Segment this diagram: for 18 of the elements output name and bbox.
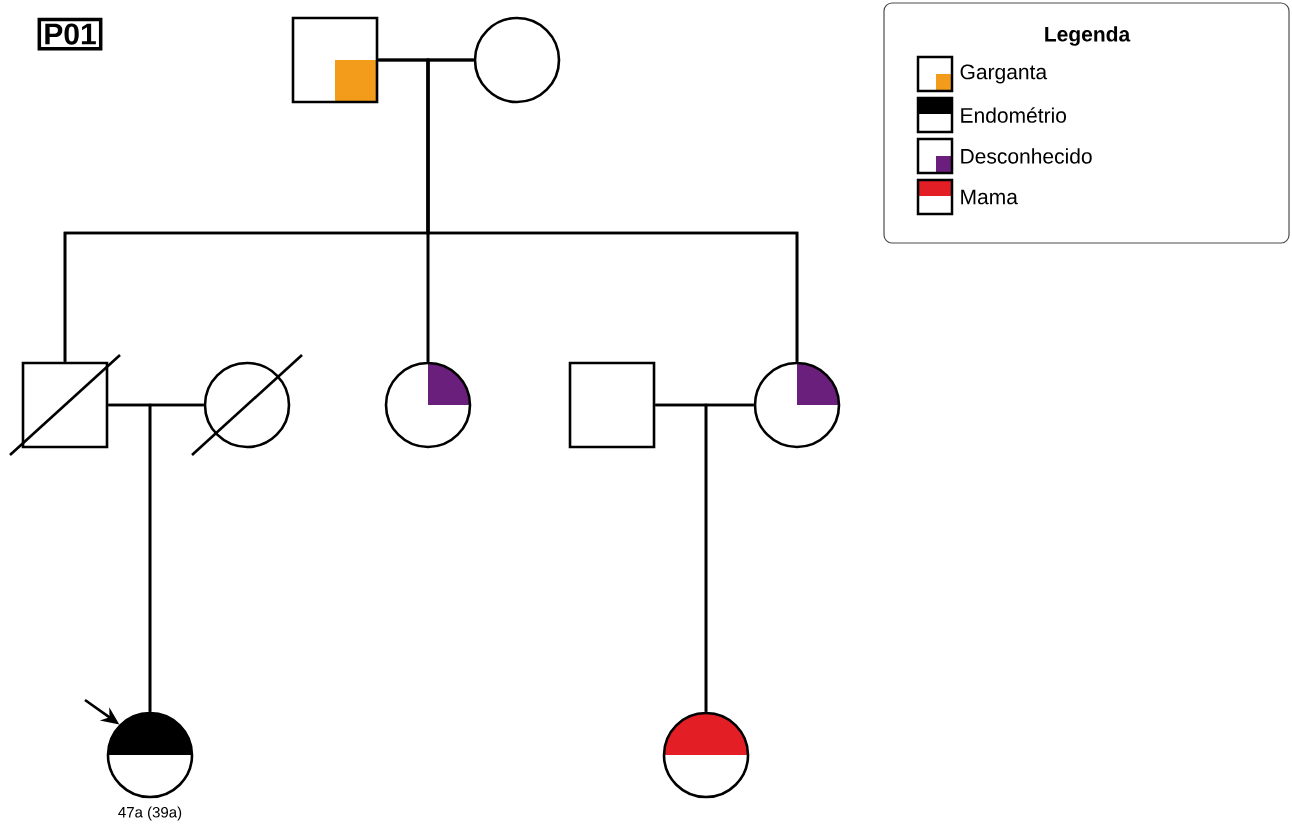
pedigree-circle [384,361,472,449]
pedigree-circle [753,361,841,449]
pedigree-circle [662,711,750,799]
age-label: 47a (39a) [118,806,182,821]
legend-text: Mama [961,189,1018,205]
pedigree-circle [191,354,303,456]
legend-title: Legenda [1045,26,1131,46]
legend-text: Endométrio [961,107,1067,123]
legend-text: Desconhecido [961,148,1092,164]
pedigree-line [704,403,754,712]
pedigree-square [9,354,121,456]
pedigree-line [148,403,204,712]
pedigree-circle [473,16,561,104]
pedigree-square [568,361,656,449]
legend-text: Garganta [960,64,1048,84]
id-box: P01 [37,17,103,51]
pedigree-circle [106,711,194,799]
pedigree-square [291,16,379,104]
